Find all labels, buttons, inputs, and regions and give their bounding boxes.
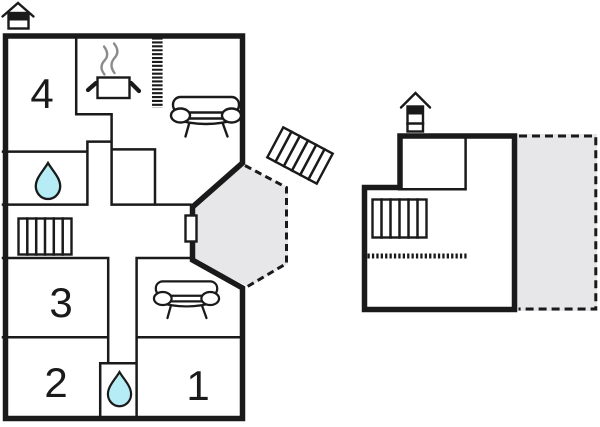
room-label-3: 3: [49, 279, 72, 326]
main-building-walls: [2, 33, 246, 422]
water-drop-icon-hall-bathroom: [106, 369, 133, 408]
room-label-1: 1: [186, 362, 209, 409]
stairs-icon-hall: [17, 217, 73, 256]
sofa-icon-small-room: [152, 280, 221, 320]
upper-entrance-house-icon: [399, 91, 432, 133]
upper-stairs-icon: [371, 198, 428, 239]
upper-interior-walls: [397, 134, 467, 191]
entrance-house-icon: [1, 1, 35, 30]
kitchen-pot-icon: [85, 76, 142, 100]
terrace-dashed-edge: [518, 134, 598, 311]
upper-building-walls: [361, 133, 518, 313]
steam-icon: [100, 42, 119, 76]
sofa-icon-living-room: [169, 95, 243, 138]
interior-walls: [1, 34, 242, 419]
water-drop-icon-bathroom: [34, 160, 62, 201]
exterior-stairs-icon: [265, 125, 335, 186]
terrace-gray-area: [517, 134, 597, 311]
room-label-4: 4: [30, 70, 53, 117]
balcony-gray-area: [194, 164, 288, 287]
balcony-dashed-edge: [244, 164, 288, 288]
room-label-2: 2: [44, 359, 67, 406]
balcony-door: [184, 214, 198, 243]
